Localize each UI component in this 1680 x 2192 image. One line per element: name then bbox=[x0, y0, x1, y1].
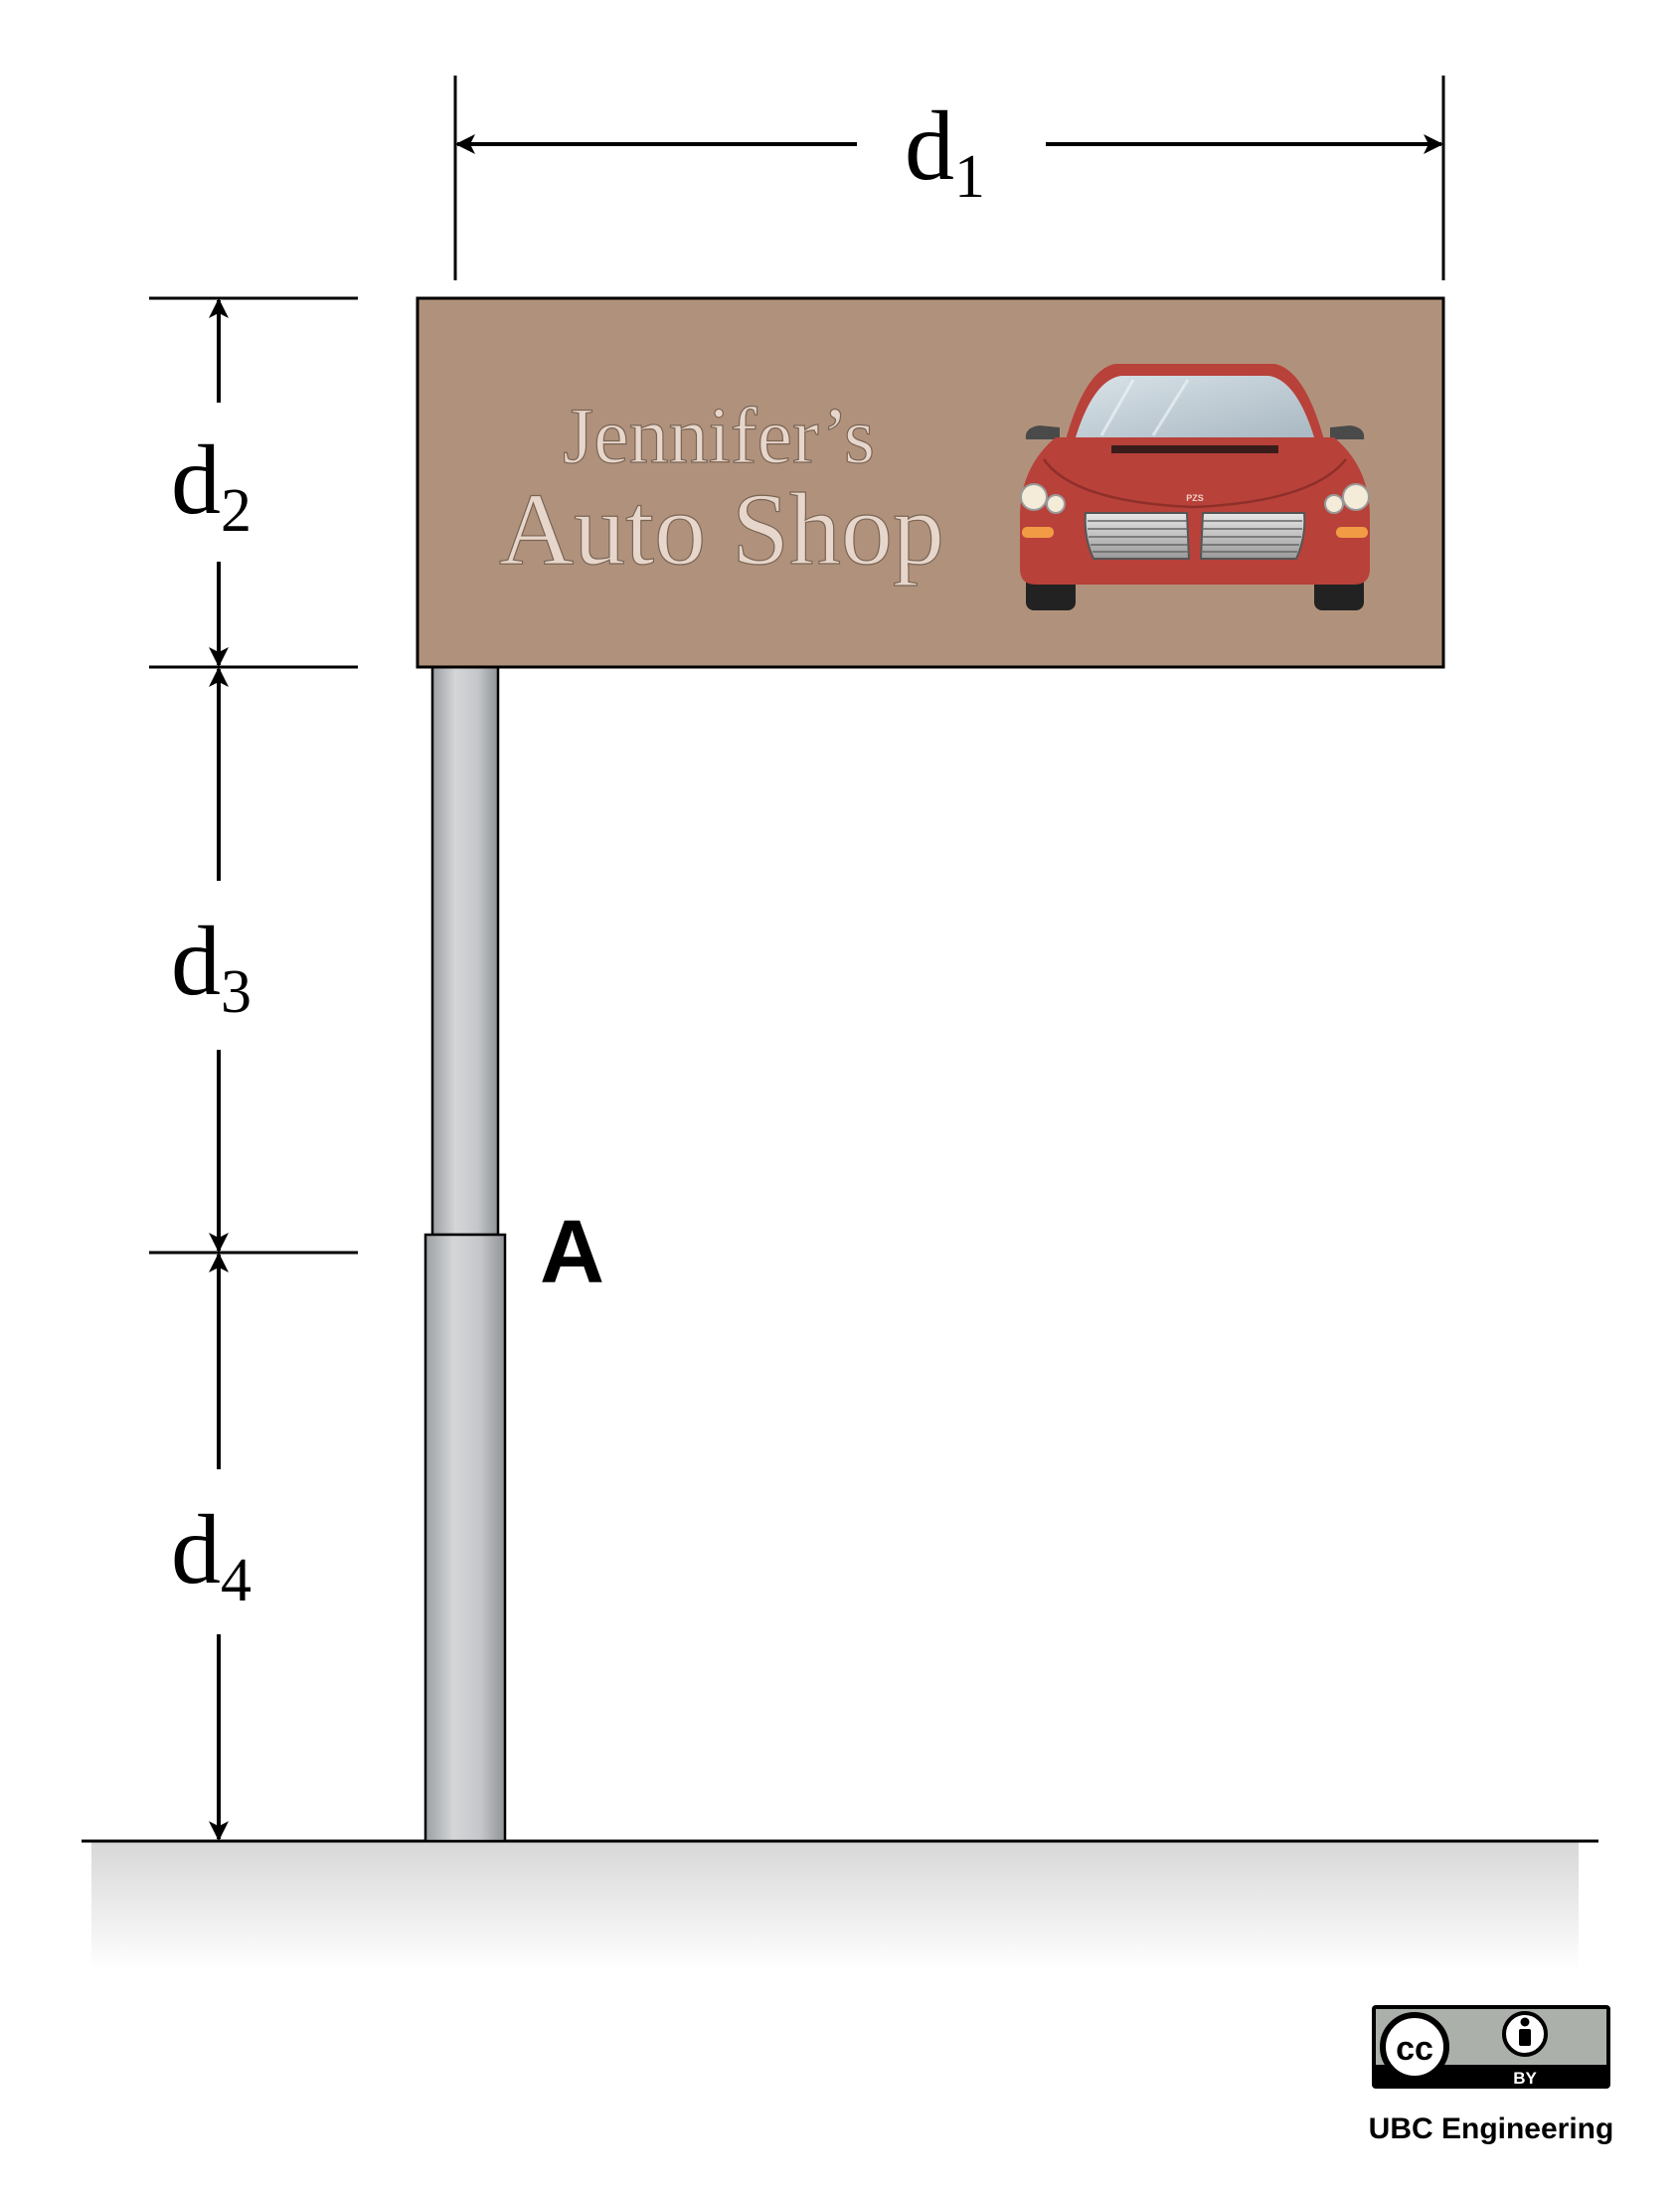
sign-pole bbox=[423, 661, 507, 1843]
car-plate: PZS bbox=[1186, 493, 1204, 503]
d1-label: d1 bbox=[905, 90, 985, 211]
dimension-d4: d4 bbox=[171, 1253, 252, 1841]
sign-line-1: Jennifer’s bbox=[563, 393, 875, 480]
cc-by-license-badge[interactable]: cc BY bbox=[1372, 2005, 1610, 2089]
sign-board: Jennifer’s Auto Shop bbox=[416, 296, 1445, 669]
lower-pole bbox=[423, 1233, 507, 1843]
sign-line-2: Auto Shop bbox=[499, 472, 944, 587]
d4-label: d4 bbox=[171, 1494, 252, 1614]
credit-label: UBC Engineering bbox=[1369, 2112, 1614, 2145]
upper-pole bbox=[430, 661, 500, 1237]
dimension-ticks bbox=[149, 296, 358, 1255]
d2-label: d2 bbox=[171, 424, 252, 545]
car-icon: PZS bbox=[1020, 364, 1370, 610]
svg-text:cc: cc bbox=[1396, 2030, 1433, 2068]
dimension-d2: d2 bbox=[171, 298, 252, 667]
point-a-label: A bbox=[540, 1203, 604, 1302]
dimension-d3: d3 bbox=[171, 667, 252, 1253]
dimension-d1: d1 bbox=[453, 76, 1445, 280]
d3-label: d3 bbox=[171, 906, 252, 1026]
by-label: BY bbox=[1513, 2069, 1537, 2088]
ground bbox=[82, 1839, 1598, 1970]
cc-icon: cc bbox=[1380, 2012, 1449, 2082]
attribution-icon bbox=[1502, 2011, 1548, 2057]
